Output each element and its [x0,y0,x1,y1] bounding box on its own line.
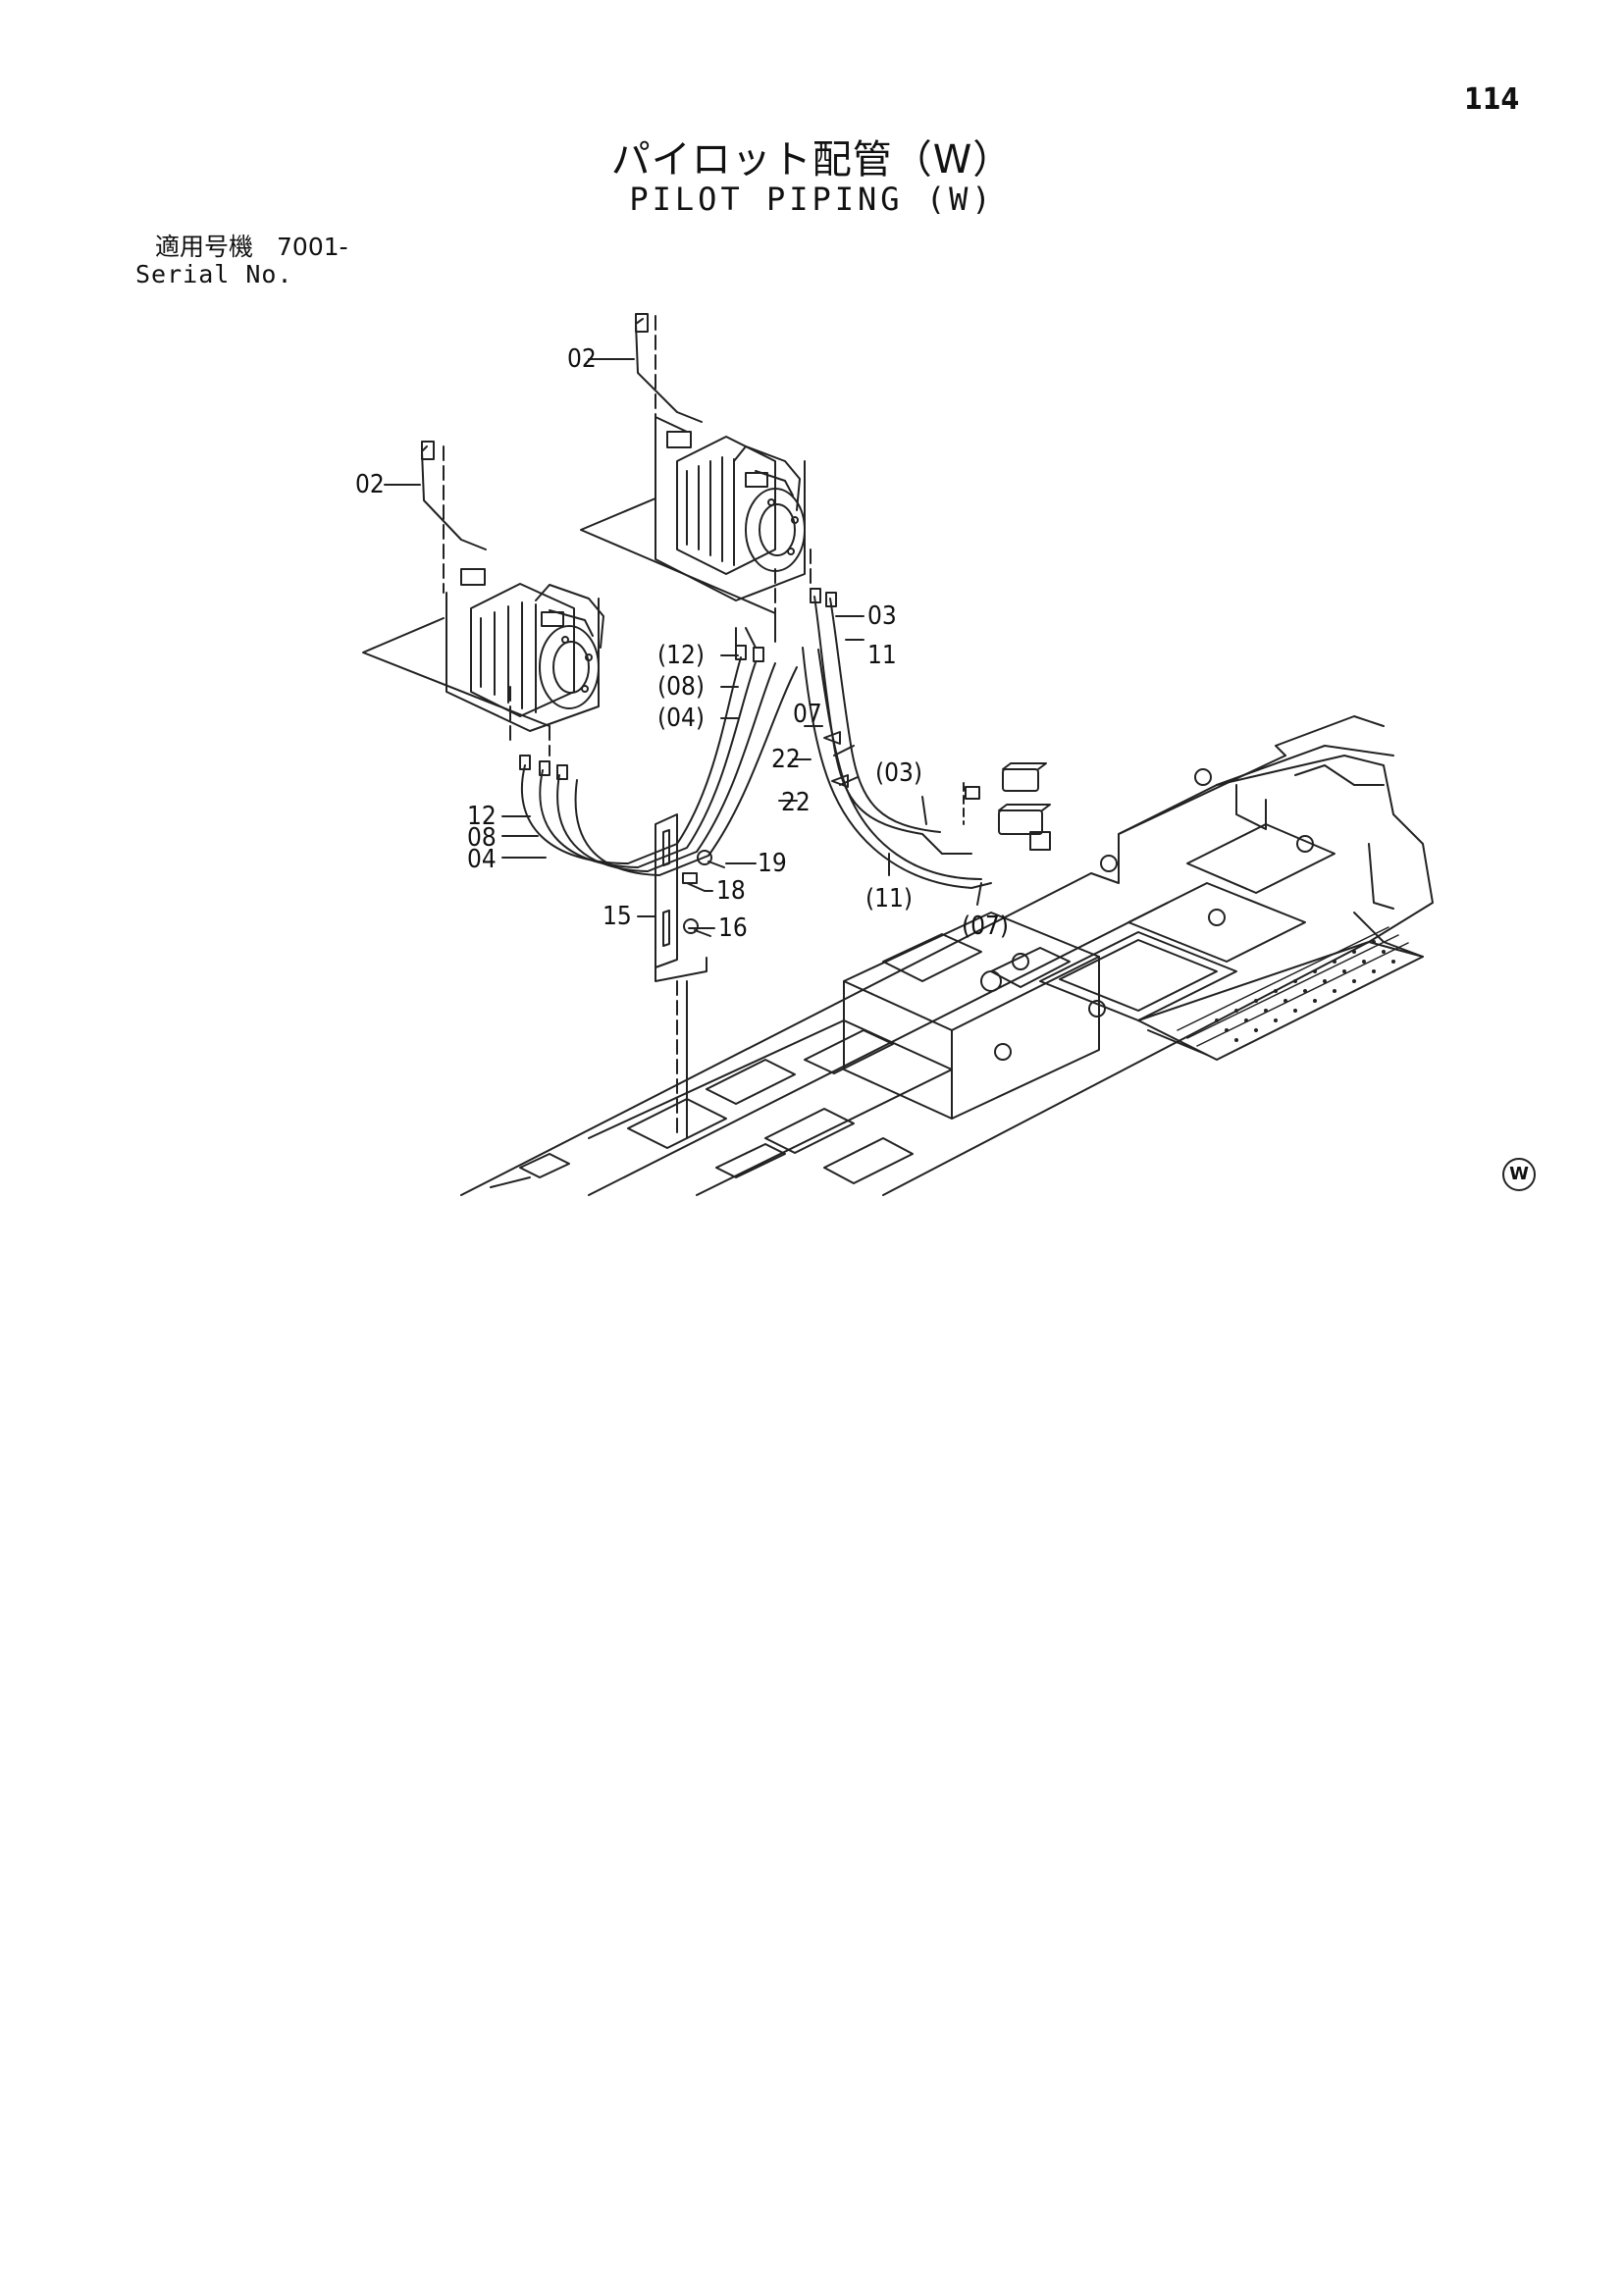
machine-frame [460,715,1434,1196]
travel-motor-left [445,568,604,732]
part-label-08-ref: (08) [657,672,705,702]
part-label-22-lower: 22 [781,788,811,817]
variant-w-mark: W [1502,1158,1536,1191]
part-label-18: 18 [716,876,746,906]
part-label-04-ref: (04) [657,704,705,733]
serial-number-block: 適用号機 7001- Serial No. [135,234,348,288]
part-label-02-left: 02 [355,470,385,499]
hose-bundle-right [802,588,992,889]
part-label-16: 16 [718,913,748,943]
pipe-02-left [421,445,487,550]
part-labels: 02 02 03 11 (12) (08) (04) 07 22 22 (03)… [355,344,1009,943]
part-label-15: 15 [602,902,632,931]
travel-motor-upper [655,416,806,601]
bracket-15 [655,813,725,1139]
part-label-08: 08 [467,823,497,853]
part-label-07: 07 [793,700,822,729]
part-label-12: 12 [467,802,497,831]
part-label-02-top: 02 [567,344,597,374]
part-label-03-ref: (03) [875,758,922,788]
part-label-04: 04 [467,845,497,874]
part-label-22-upper: 22 [771,745,801,774]
part-label-19: 19 [758,849,787,878]
page-title-english: PILOT PIPING (W) [629,181,995,218]
page-title-japanese: パイロット配管（W） [610,137,1014,183]
page-number: 114 [1464,82,1520,117]
serial-code: 7001- [277,233,348,261]
part-label-07-ref: (07) [962,912,1009,941]
pipe-02-top [635,318,703,423]
serial-label-english: Serial No. [135,260,293,288]
part-label-11: 11 [867,641,897,670]
part-label-11-ref: (11) [865,884,913,913]
serial-label-japanese: 適用号機 [155,233,254,261]
part-label-12-ref: (12) [657,641,705,670]
part-label-03: 03 [867,601,897,631]
